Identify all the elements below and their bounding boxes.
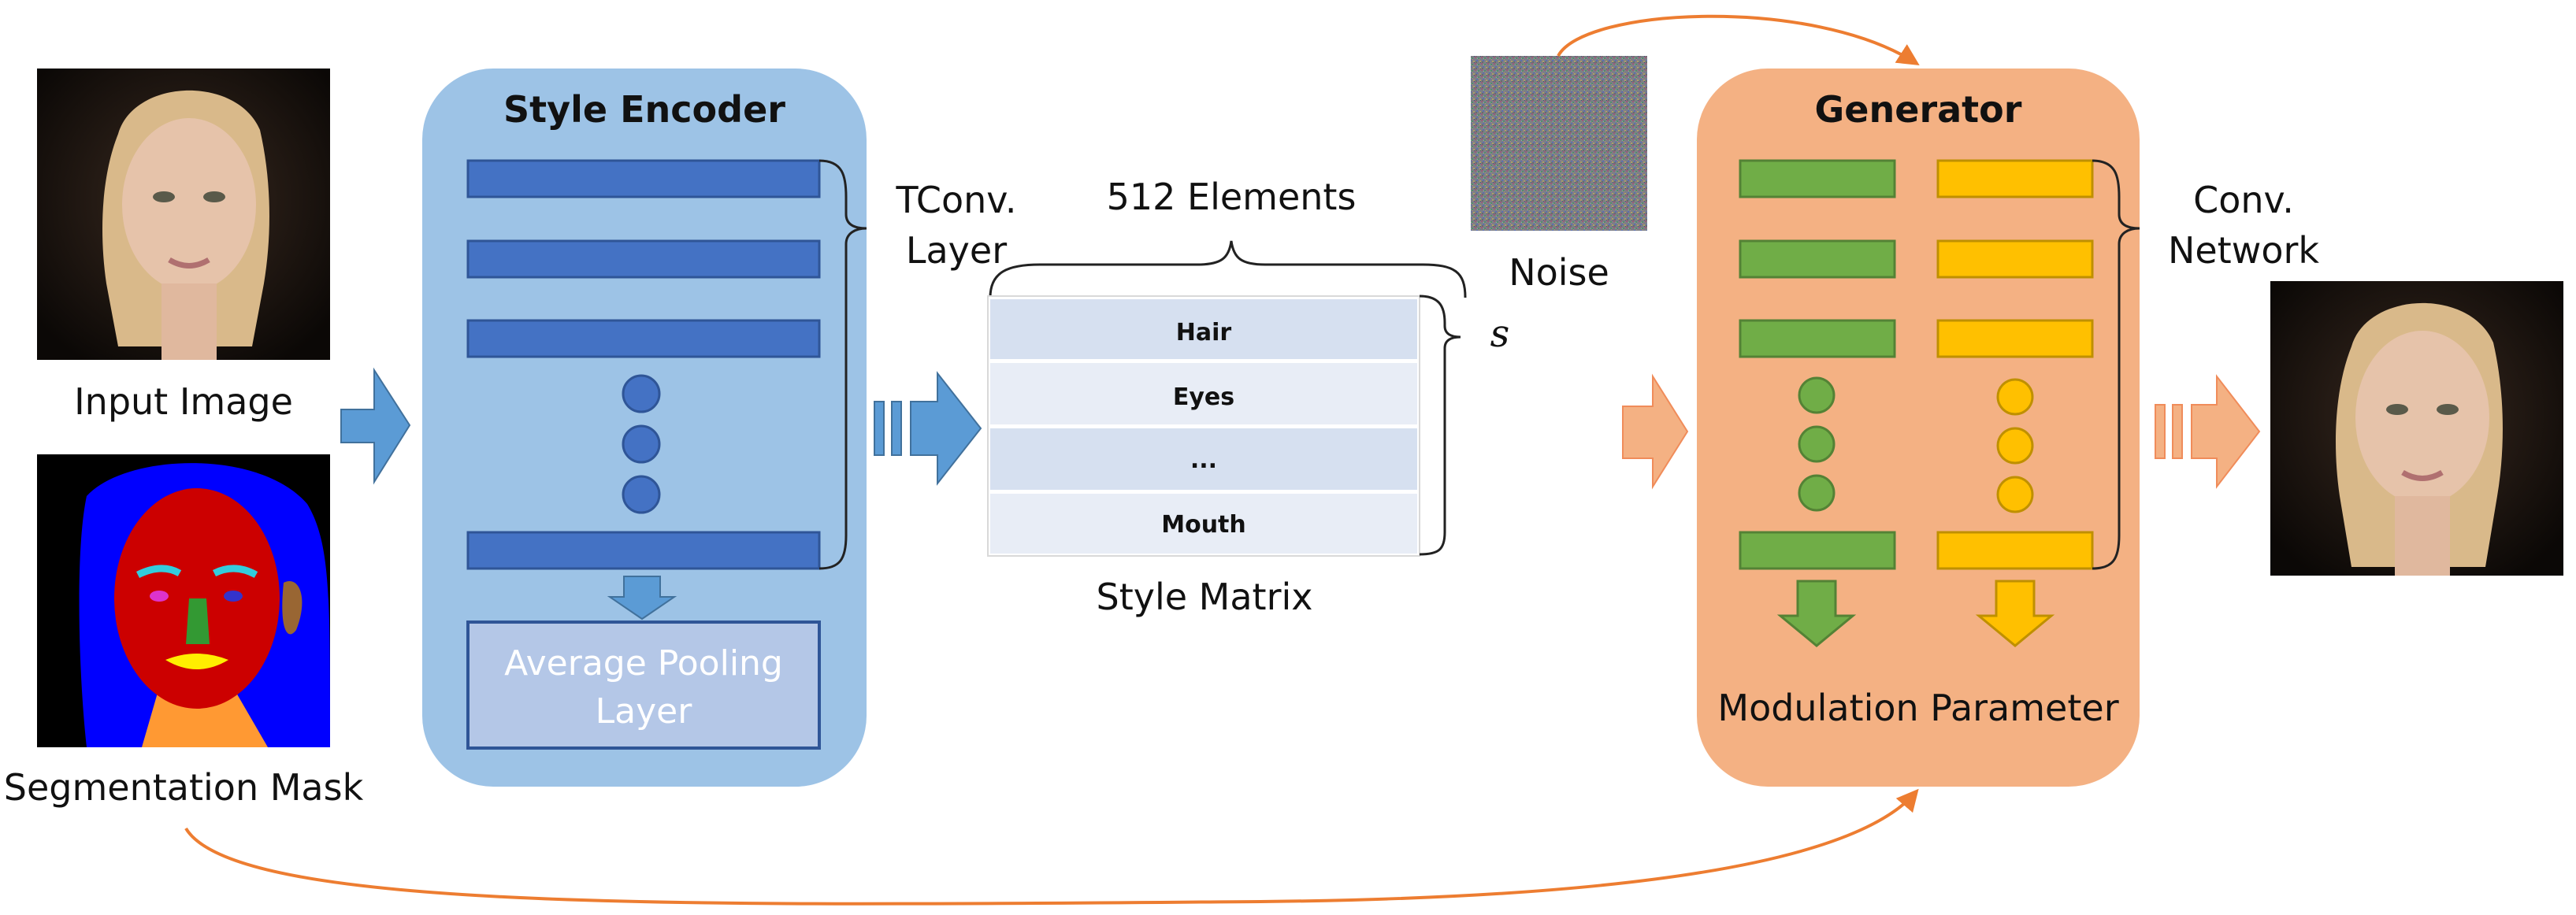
style-matrix-symbol: s [1490,312,1510,356]
encoder-layer-block [466,531,821,570]
generator-green-dot [1798,376,1835,414]
generator-green-dot [1798,425,1835,463]
matrix-row [990,494,1417,554]
generator-green-block [1739,159,1896,198]
generator-green-block [1739,239,1896,279]
style-matrix-caption: Style Matrix [1097,576,1313,618]
generator-green-block [1739,319,1896,358]
encoder-layer-block [466,159,821,198]
style-matrix-width-label: 512 Elements [1107,176,1357,218]
conv-label-line1: Conv. [2193,179,2294,221]
encoder-ellipsis-dot [622,374,661,413]
noise-image [1471,56,1647,231]
encoder-ellipsis-dot [622,424,661,464]
matrix-row-label: Eyes [1173,383,1234,411]
conv-label-line2: Network [2168,229,2319,272]
matrix-row-label: ... [1190,446,1217,474]
tconv-label-line1: TConv. [895,179,1016,221]
matrix-row [990,363,1417,424]
input-to-encoder-arrow [340,367,411,485]
conv-network-brace [2092,159,2140,570]
style-encoder: Style Encoder Average Pooling Layer [422,69,867,787]
generator-green-block [1739,531,1896,570]
encoder-layer-block [466,239,821,279]
style-matrix: Hair Eyes ... Mouth [987,295,1420,557]
green-down-arrow [1776,580,1857,647]
generator: Generator Modulation Parameter [1697,69,2140,787]
average-pooling-layer [466,620,821,750]
mask-to-generator-curve [184,788,1919,906]
matrix-row [990,299,1417,359]
generator-to-output-arrow [2155,374,2261,489]
noise-to-generator-curve [1557,14,1920,66]
generator-yellow-dot [1996,378,2034,416]
segmentation-mask-label: Segmentation Mask [4,766,364,809]
noise-label: Noise [1509,251,1609,294]
encoder-down-arrow [607,576,677,620]
tconv-brace [818,159,867,570]
encoder-ellipsis-dot [622,475,661,514]
style-encoder-title: Style Encoder [503,88,785,131]
generator-yellow-dot [1996,427,2034,465]
generator-yellow-block [1936,319,2094,358]
tconv-label-line2: Layer [906,229,1007,272]
input-image [37,69,330,360]
pooling-label-line2: Layer [596,691,693,732]
modulation-parameter-label: Modulation Parameter [1717,687,2118,729]
generator-title: Generator [1815,88,2022,131]
style-matrix-width-brace [989,240,1467,298]
matrix-row-label: Hair [1176,319,1232,346]
generator-yellow-dot [1996,476,2034,513]
generator-green-dot [1798,474,1835,512]
generator-yellow-block [1936,159,2094,198]
generator-yellow-block [1936,239,2094,279]
input-image-label: Input Image [74,380,293,423]
matrix-to-generator-arrow [1622,373,1689,490]
segmentation-mask [37,454,331,747]
matrix-row [990,428,1417,490]
matrix-row-label: Mouth [1161,511,1246,539]
output-image [2270,281,2563,576]
generator-yellow-block [1936,531,2094,570]
style-matrix-height-brace [1419,295,1461,556]
pooling-label-line1: Average Pooling [504,643,783,683]
encoder-layer-block [466,319,821,358]
encoder-to-matrix-arrow [874,371,982,486]
yellow-down-arrow [1975,580,2055,647]
